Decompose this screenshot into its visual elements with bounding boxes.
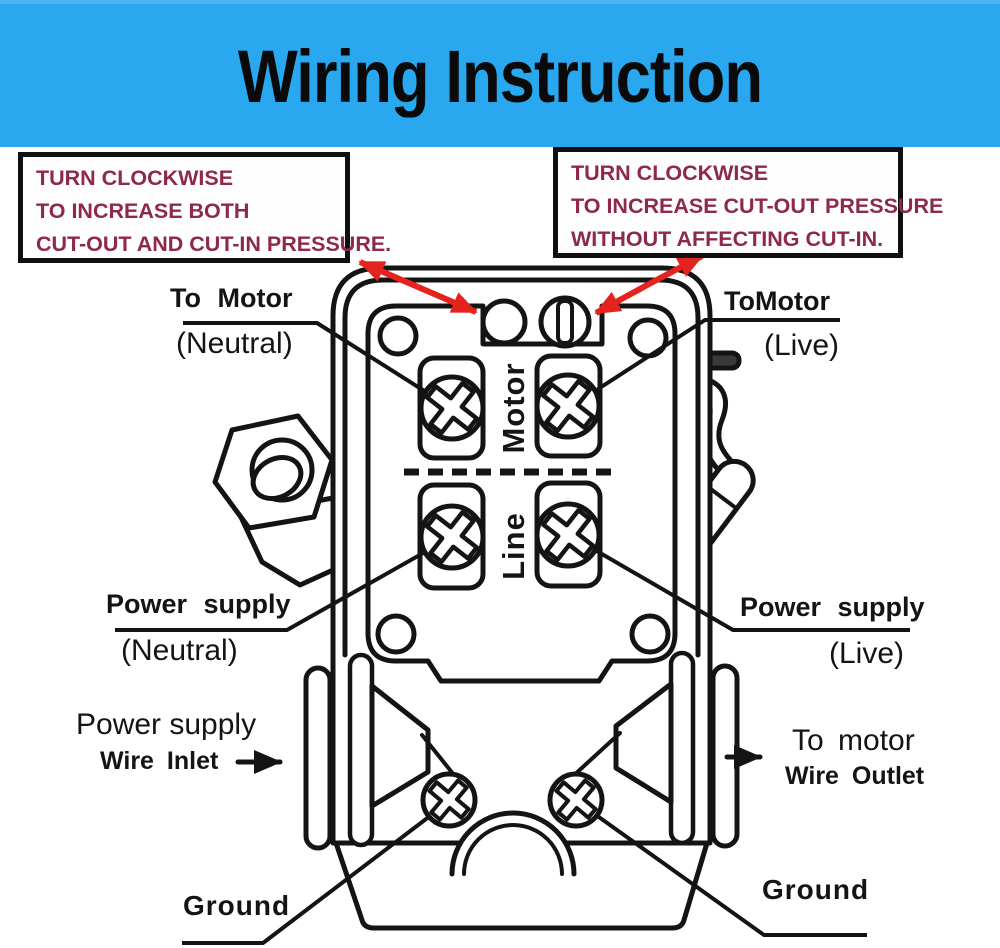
note-increase-cutout: TURN CLOCKWISE TO INCREASE CUT-OUT PRESS… — [553, 147, 944, 258]
differential-adjust-screw — [538, 295, 592, 349]
label-wire-outlet-line2: Wire Outlet — [785, 762, 925, 790]
pressure-port-hex-nut — [212, 413, 336, 588]
label-power-supply-live-sub: (Live) — [829, 637, 905, 670]
label-to-motor-neutral-sub: (Neutral) — [176, 327, 293, 360]
label-power-supply-live: Power supply — [740, 592, 925, 622]
label-power-supply-neutral-sub: (Neutral) — [121, 634, 238, 667]
note-line: CUT-OUT AND CUT-IN PRESSURE. — [36, 232, 392, 256]
label-power-supply-neutral: Power supply — [106, 589, 291, 619]
label-to-motor-neutral: To Motor — [170, 283, 293, 313]
note-line: TURN CLOCKWISE — [571, 161, 769, 185]
page-title: Wiring Instruction — [237, 34, 763, 117]
mount-hole-bottom-left — [375, 613, 417, 655]
section-label-line: Line — [496, 512, 531, 580]
note-line: TO INCREASE BOTH — [36, 199, 250, 223]
wire-clamps — [347, 650, 696, 848]
mount-hole-top-left — [377, 315, 419, 357]
adjustment-arrows — [358, 253, 704, 316]
section-label-motor: Motor — [496, 362, 531, 453]
note-line: WITHOUT AFFECTING CUT-IN. — [571, 227, 884, 251]
mount-hole-bottom-right — [629, 613, 671, 655]
label-wire-outlet-line1: To motor — [792, 724, 915, 757]
label-to-motor-live: ToMotor — [724, 286, 830, 316]
leader-lines — [115, 318, 910, 945]
terminal-panel — [365, 303, 678, 684]
header-banner: Wiring Instruction — [0, 0, 1000, 147]
note-line: TURN CLOCKWISE — [36, 166, 234, 190]
label-wire-inlet-line1: Power supply — [76, 708, 257, 741]
note-line: TO INCREASE CUT-OUT PRESSURE — [571, 194, 944, 218]
label-wire-inlet-line2: Wire Inlet — [100, 747, 219, 775]
label-ground-right: Ground — [762, 874, 870, 905]
label-ground-left: Ground — [183, 890, 291, 921]
note-increase-both: TURN CLOCKWISE TO INCREASE BOTH CUT-OUT … — [18, 152, 392, 263]
terminal-screws — [416, 353, 605, 591]
left-bracket-slot — [303, 665, 333, 851]
label-to-motor-live-sub: (Live) — [764, 329, 840, 362]
ground-screws — [420, 771, 606, 830]
range-adjust-screw — [480, 298, 528, 346]
